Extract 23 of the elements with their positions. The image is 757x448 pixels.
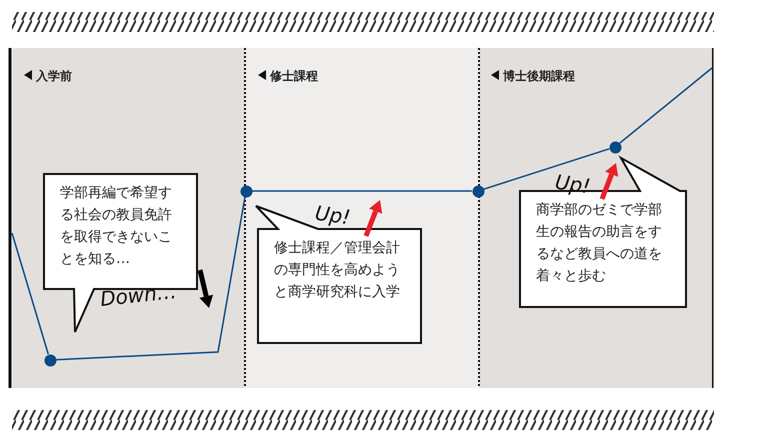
- trend-line: [11, 232, 49, 354]
- phase-band: [246, 48, 478, 388]
- speech-bubble: [255, 205, 422, 344]
- phase-heading: 入学前: [36, 68, 72, 85]
- trend-label: Down…: [98, 279, 178, 311]
- data-point: [240, 184, 252, 198]
- phase-band: [479, 48, 712, 388]
- trend-line: [619, 67, 712, 144]
- trend-line: [252, 190, 472, 192]
- phase-heading: 修士課程: [270, 68, 318, 85]
- phase-band: [12, 48, 245, 388]
- trend-label: Up!: [314, 200, 352, 230]
- callout-text: 学部再編で希望する社会の教員免許を取得できないことを知る…: [60, 184, 173, 269]
- data-point: [608, 140, 622, 154]
- speech-bubble: [43, 173, 198, 333]
- trend-line: [483, 148, 610, 190]
- callout-text: 修士課程／管理会計の専門性を高めようと商学研究科に入学: [274, 239, 401, 302]
- data-point: [472, 184, 484, 198]
- data-point: [44, 354, 56, 366]
- speech-bubble: [519, 157, 687, 308]
- phase-heading: 博士後期課程: [503, 68, 575, 85]
- callout-text: 商学部のゼミで学部生の報告の助言をするなど教員への道を着々と歩む: [536, 201, 663, 286]
- trend-line: [56, 196, 246, 360]
